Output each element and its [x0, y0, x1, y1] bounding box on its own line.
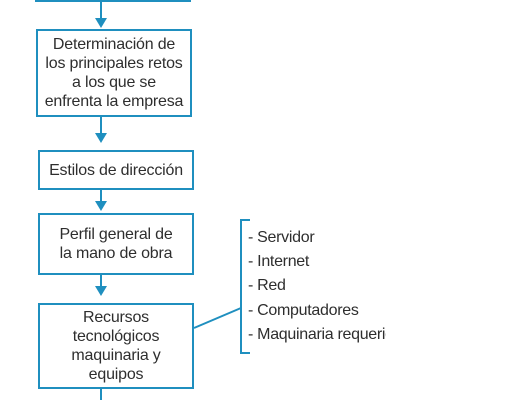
box-recursos: Recursos tecnológicos maquinaria y equip… — [38, 303, 194, 389]
arrowhead-3 — [95, 201, 107, 211]
list-item: - Red — [248, 277, 286, 294]
list-bracket — [240, 219, 250, 354]
box-estilos: Estilos de dirección — [38, 150, 194, 190]
box-retos: Determinación de los principales retos a… — [36, 29, 192, 117]
list-item: - Computadores — [248, 302, 359, 319]
box-perfil: Perfil general de la mano de obra — [38, 213, 194, 275]
box-estilos-label: Estilos de dirección — [49, 161, 183, 179]
box-perfil-label: Perfil general de la mano de obra — [59, 226, 173, 262]
list-item: - Servidor — [248, 229, 315, 246]
arrowhead-2 — [95, 133, 107, 143]
list-item: - Internet — [248, 253, 310, 270]
box-retos-label: Determinación de los principales retos a… — [44, 36, 184, 110]
arrowhead-4 — [95, 286, 107, 296]
box-recursos-label: Recursos tecnológicos maquinaria y equip… — [71, 309, 161, 383]
list-connector — [193, 307, 242, 329]
list-item: - Maquinaria requerida — [248, 326, 386, 343]
arrowhead-1 — [95, 18, 107, 28]
resource-list: - Servidor - Internet - Red - Computador… — [246, 226, 386, 354]
